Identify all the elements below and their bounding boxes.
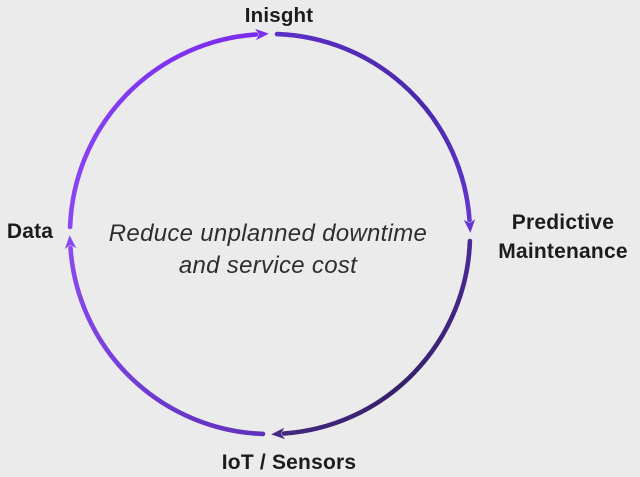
node-label-iot-sensors: IoT / Sensors (221, 451, 357, 474)
node-label-data: Data (6, 220, 54, 243)
node-label-predictive-maintenance: Predictive Maintenance (498, 211, 628, 263)
arc-iot-sensors-to-data (64, 235, 266, 437)
arc-predictive-maintenance-to-iot-sensors (271, 238, 473, 440)
arc-data-to-insight (67, 28, 269, 230)
arc-insight-to-predictive-maintenance (274, 31, 476, 233)
node-label-insight: Inisght (244, 4, 314, 27)
center-tagline: Reduce unplanned downtime and service co… (108, 220, 428, 279)
